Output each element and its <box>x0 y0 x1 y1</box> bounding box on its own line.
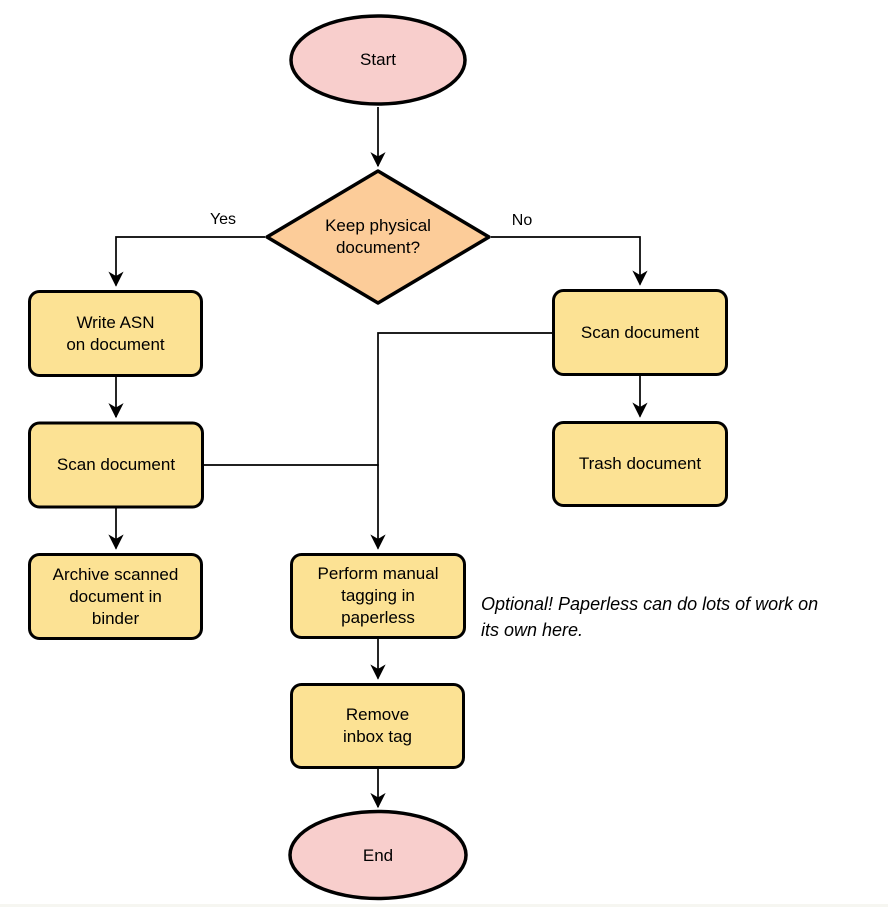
page-bottom-edge <box>0 904 888 907</box>
node-end-shape <box>288 809 468 901</box>
node-trash-shape <box>552 421 728 507</box>
node-remove-tag-shape <box>290 683 465 769</box>
edge-group <box>108 107 648 809</box>
node-scan-left-shape <box>28 421 204 509</box>
node-scan-right-shape <box>552 289 728 376</box>
node-archive-shape <box>28 553 203 640</box>
edge-label-yes: Yes <box>209 211 237 228</box>
node-start-shape <box>289 14 467 106</box>
edge-decision-yes-to-write-asn <box>108 236 265 287</box>
node-tagging-shape <box>290 553 466 639</box>
node-decision-shape <box>265 169 491 305</box>
node-write-asn-shape <box>28 290 203 377</box>
edge-decision-no-to-scan-right <box>491 236 648 286</box>
node-shapes-group <box>28 14 728 901</box>
optional-note: Optional! Paperless can do lots of work … <box>481 594 819 640</box>
edge-label-no: No <box>511 212 533 229</box>
edge-scan-right-to-tagging <box>370 332 552 550</box>
